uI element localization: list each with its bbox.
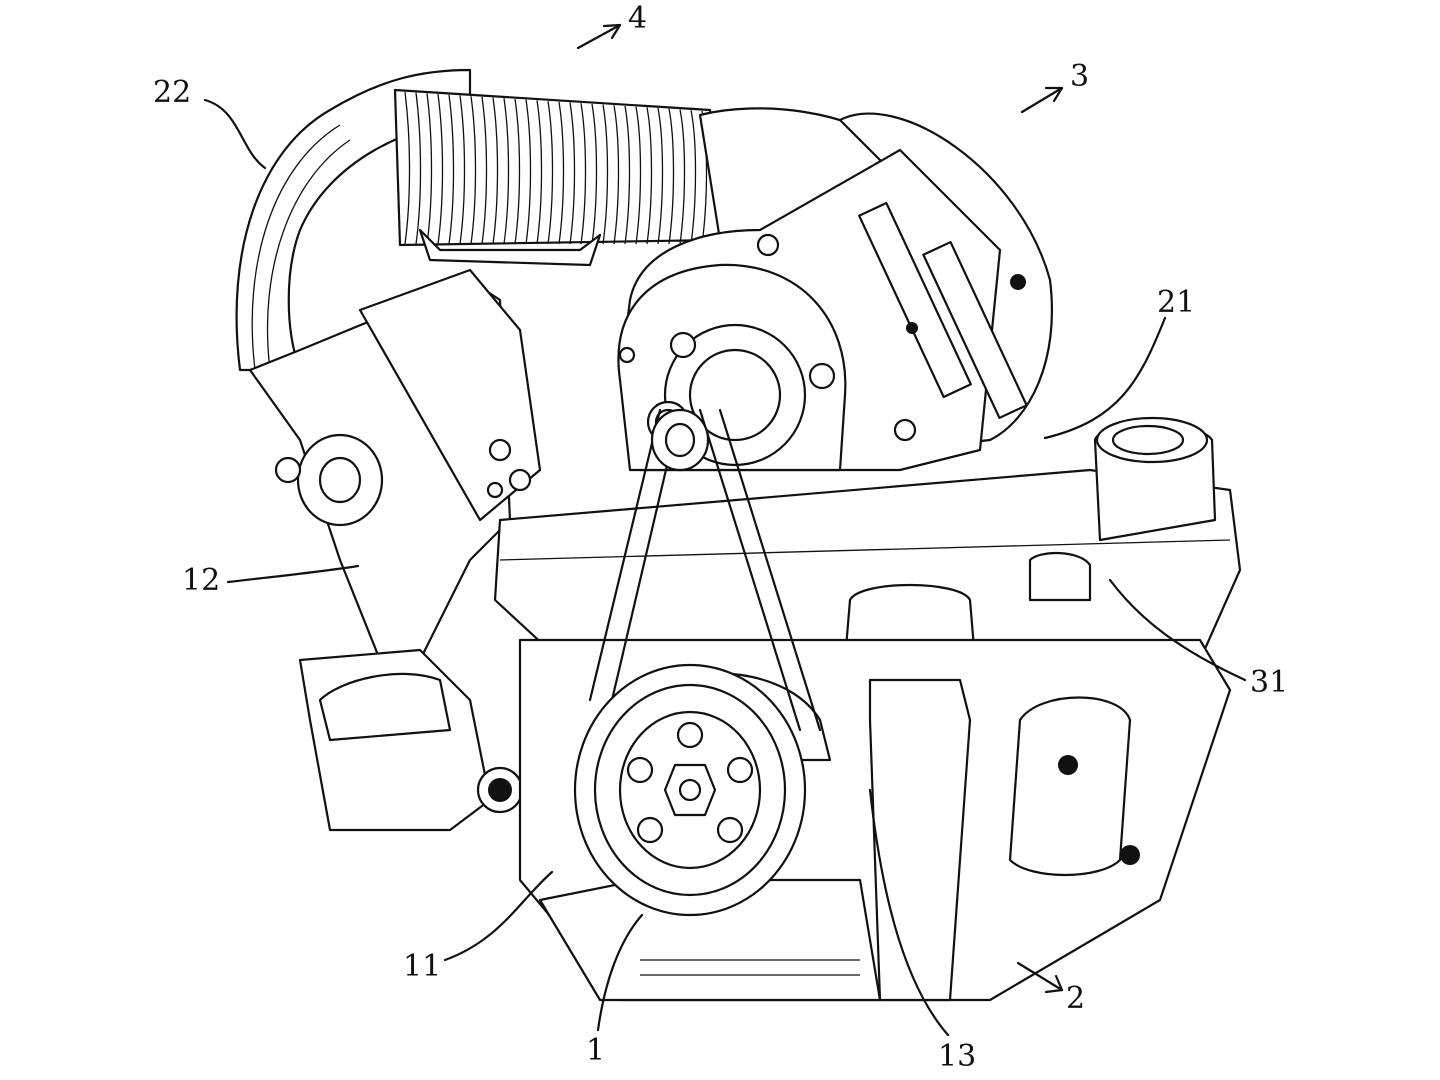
pipe-rib xyxy=(657,107,664,245)
throttle-body xyxy=(248,268,542,832)
pipe-rib xyxy=(492,97,499,245)
label-12: 12 xyxy=(182,563,221,598)
leader-lines xyxy=(203,23,1247,1037)
label-4: 4 xyxy=(628,1,648,36)
pipe-rib xyxy=(503,98,510,245)
corrugated-pipe xyxy=(393,88,902,267)
pulley-and-belt xyxy=(573,408,832,917)
pipe-rib xyxy=(646,107,653,245)
pipe-rib xyxy=(514,98,521,245)
pipe-rib xyxy=(525,99,532,245)
pipe-rib xyxy=(668,108,675,245)
pipe-rib xyxy=(415,92,422,245)
pipe-rib xyxy=(448,94,455,245)
label-22: 22 xyxy=(153,75,192,110)
pipe-rib xyxy=(679,109,686,245)
pipe-rib xyxy=(635,106,642,245)
intake-hose xyxy=(235,68,472,372)
label-1: 1 xyxy=(586,1033,606,1068)
label-21: 21 xyxy=(1157,285,1196,320)
pipe-rib xyxy=(459,95,466,245)
pipe-rib xyxy=(690,110,697,245)
pipe-rib xyxy=(481,96,488,245)
label-2: 2 xyxy=(1066,981,1086,1016)
label-11: 11 xyxy=(403,949,442,984)
pipe-rib xyxy=(426,93,433,245)
pipe-rib xyxy=(613,105,620,245)
pipe-rib xyxy=(580,103,587,245)
label-3: 3 xyxy=(1070,59,1090,94)
pipe-rib xyxy=(437,94,444,245)
pipe-rib xyxy=(558,101,565,245)
label-13: 13 xyxy=(938,1039,977,1074)
pipe-rib xyxy=(591,103,598,245)
label-31: 31 xyxy=(1250,665,1289,700)
pipe-rib xyxy=(470,96,477,245)
pipe-rib xyxy=(602,104,609,245)
pipe-rib xyxy=(624,105,631,245)
pipe-rib xyxy=(404,91,411,245)
pipe-rib xyxy=(569,102,576,245)
pipe-rib xyxy=(536,100,543,245)
pipe-rib xyxy=(547,101,554,245)
